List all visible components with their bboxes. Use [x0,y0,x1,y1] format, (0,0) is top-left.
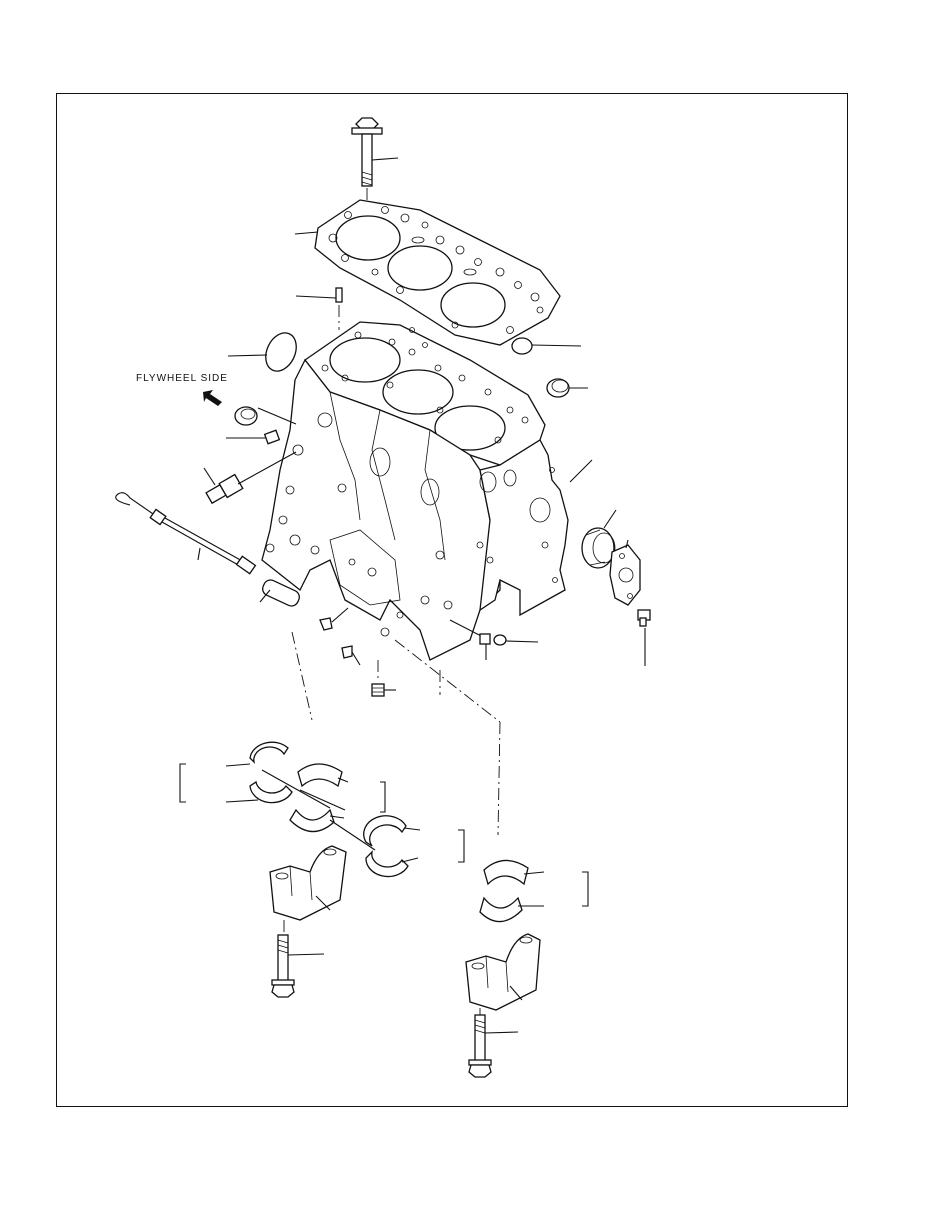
drain-plug-3 [371,660,396,697]
thrust-washer-upper-left [225,741,289,767]
flywheel-side-label: FLYWHEEL SIDE [136,373,228,384]
bracket-center-right [458,829,465,863]
main-bearing-upper-right [483,859,545,886]
connector-line-2 [299,789,346,811]
oil-seal-bushing [581,509,617,569]
main-bearing-lower [289,808,345,833]
bracket-right [582,871,589,907]
expansion-plug-right [511,337,582,355]
bracket-center [380,781,386,813]
expansion-plug-left [227,332,297,372]
sleeve-seal [234,406,297,426]
idler-shaft [449,619,539,660]
flywheel-side-indicator: FLYWHEEL SIDE [136,373,228,406]
oil-dipstick [115,492,257,575]
threaded-plug-right [546,378,588,398]
cylinder-block [261,321,593,661]
cap-bolt-right [468,1014,519,1078]
cap-bolt-left [271,934,325,998]
main-bearing-cap-right [465,933,541,1015]
main-bearing-upper [297,763,349,788]
bearing-case-cover [609,539,641,606]
drain-plug-2 [341,645,361,666]
dowel-pin [295,287,343,330]
head-gasket [294,199,561,346]
thrust-washer-lower-center [365,850,419,878]
cover-bolt [637,609,651,666]
assembly-center-lines [291,631,501,836]
arrow-icon [203,390,222,406]
main-bearing-lower-right [479,896,544,923]
head-bolt [351,117,399,205]
drain-plug-1 [319,607,349,631]
dipstick-guide-tube [259,579,300,607]
thrust-washer-lower-left [225,780,293,804]
connector-line-1 [261,769,331,809]
main-bearing-cap-left [269,845,347,935]
oil-pressure-switch [203,451,297,505]
thrust-washer-upper-center [363,815,421,847]
stud-bolt [226,429,281,445]
bracket-left [179,763,186,803]
diagram-frame [56,93,848,1107]
connector-line-3 [329,819,376,851]
